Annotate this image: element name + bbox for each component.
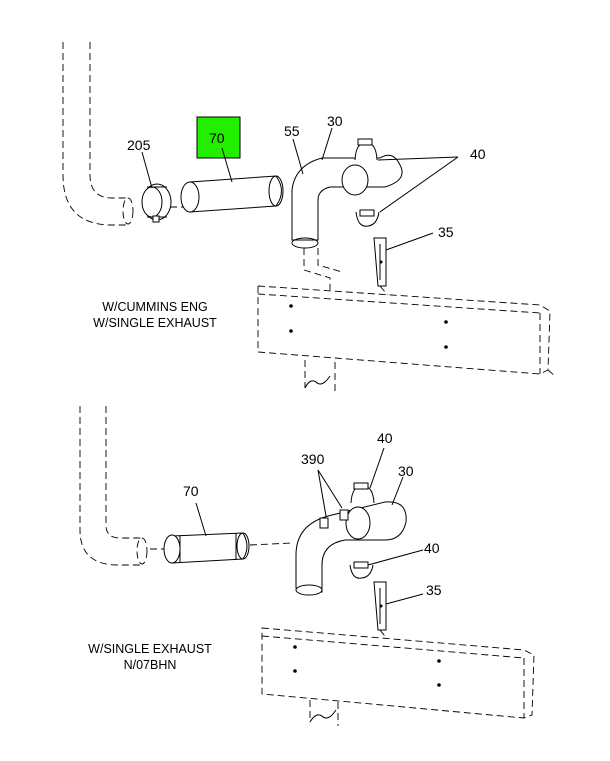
part-40-hangers[interactable] (354, 138, 380, 227)
part-40-hangers-bottom[interactable] (349, 482, 375, 579)
top-assembly: 205 70 55 30 40 35 W/CUMMINS ENG W/SINGL… (62, 42, 556, 392)
callout-35-bottom: 35 (426, 582, 442, 598)
part-70-pipe-bottom[interactable] (163, 532, 250, 564)
callout-30: 30 (327, 113, 343, 129)
top-leader-lines (141, 127, 459, 251)
part-30-elbow-bottom[interactable] (295, 501, 407, 596)
bottom-caption-line1: W/SINGLE EXHAUST (88, 642, 212, 656)
part-390-clamps[interactable] (319, 509, 349, 529)
part-70-pipe[interactable] (180, 175, 284, 213)
callout-35: 35 (438, 224, 454, 240)
top-frame-rail (257, 285, 556, 392)
callout-70: 70 (209, 130, 225, 146)
callout-40-lower: 40 (424, 540, 440, 556)
bottom-assembly: 70 390 40 30 40 35 W/SINGLE EXHAUST N/07… (79, 406, 535, 726)
callout-205: 205 (127, 137, 151, 153)
callout-55: 55 (284, 123, 300, 139)
top-caption-line1: W/CUMMINS ENG (102, 300, 208, 314)
part-30-elbow[interactable] (291, 154, 403, 290)
callout-40: 40 (470, 146, 486, 162)
part-205-clamp[interactable] (141, 183, 172, 223)
callout-40-upper: 40 (377, 430, 393, 446)
bottom-leader-lines (195, 447, 424, 605)
part-70-highlight (196, 116, 241, 159)
callout-30-bottom: 30 (398, 463, 414, 479)
bottom-caption-line2: N/07BHN (124, 658, 177, 672)
callout-390: 390 (301, 451, 325, 467)
part-35-bracket[interactable] (373, 237, 393, 325)
top-caption-line2: W/SINGLE EXHAUST (93, 316, 217, 330)
bottom-frame-rail (261, 627, 535, 726)
callout-70-bottom: 70 (183, 483, 199, 499)
